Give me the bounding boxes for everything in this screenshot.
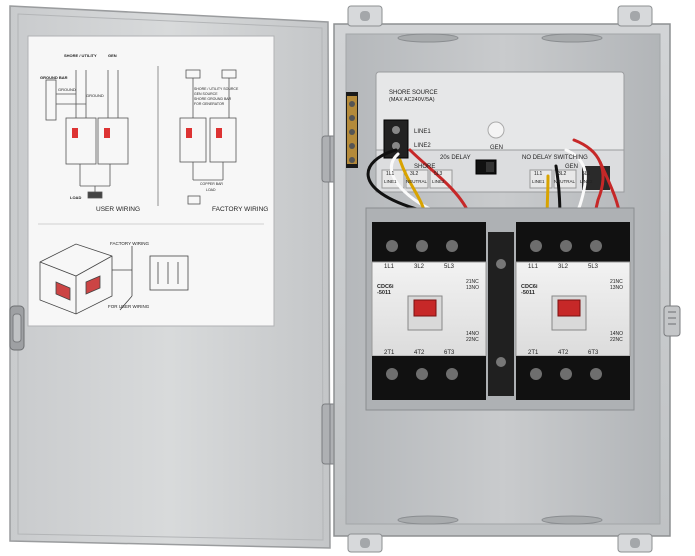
board-term-right-2: 3L2 (558, 171, 567, 177)
label-delay: 20s DELAY (440, 155, 471, 161)
label-gen-small: GEN (565, 164, 579, 170)
label-source-rating: (MAX AC240V/5A) (389, 97, 435, 103)
left-contactor-term-1l1: 1L1 (384, 264, 395, 270)
right-contactor-model: CDC6i -5011 (521, 284, 538, 297)
door-latch[interactable] (9, 305, 25, 351)
label-factory-note-1: SHORE / UTILITY SOURCE (194, 87, 239, 91)
label-shore-utility: SHORE / UTILITY (64, 53, 97, 58)
label-line1: LINE1 (414, 129, 431, 135)
right-contactor-term-5l3: 5L3 (588, 264, 599, 270)
contactor-right (515, 222, 631, 400)
board-term-left-1: 1L1 (386, 171, 395, 177)
label-factory-note-4: FOR GENERATOR (194, 102, 225, 106)
left-contactor-term-5l3: 5L3 (444, 264, 455, 270)
left-contactor-term-2t1: 2T1 (384, 350, 395, 356)
right-contactor-aux-bottom: 14NO 22NC (610, 331, 624, 343)
right-contactor-aux-top: 21NC 13NO (610, 279, 624, 291)
left-contactor-model: CDC6i -5011 (377, 284, 394, 297)
left-contactor-term-4t2: 4T2 (414, 350, 425, 356)
label-shore-source: SHORE SOURCE (389, 90, 438, 96)
board-term-right-sub-2: NEUTRAL (554, 179, 576, 184)
label-load: LOAD (70, 195, 82, 200)
mechanical-interlock (488, 232, 514, 396)
label-for-user-wiring: FOR USER WIRING (108, 304, 150, 309)
label-copper-bar: COPPER BAR (200, 182, 223, 186)
board-term-left-sub-2: NEUTRAL (406, 179, 428, 184)
label-line2: LINE2 (414, 143, 431, 149)
left-contactor-term-3l2: 3L2 (414, 264, 425, 270)
right-contactor-term-3l2: 3L2 (558, 264, 569, 270)
label-factory-note-3: SHORE GROUND BAR (194, 97, 232, 101)
right-contactor-term-1l1: 1L1 (528, 264, 539, 270)
contactor-left (371, 222, 487, 400)
label-gen: GEN (490, 145, 504, 151)
left-contactor-term-6t3: 6T3 (444, 350, 455, 356)
control-wires (366, 138, 622, 228)
label-ground-1: GROUND (58, 87, 76, 92)
board-term-right-sub-3: LINE2 (580, 179, 593, 184)
ground-bus-bar (346, 92, 358, 168)
factory-wiring-schematic (179, 69, 237, 205)
wiring-diagram-sheet (27, 35, 275, 327)
label-factory-note-2: GEN SOURCE (194, 92, 218, 96)
board-term-left-sub-1: LINE1 (384, 179, 397, 184)
gen-indicator-led (487, 121, 505, 139)
label-ground-2: GROUND (86, 93, 104, 98)
board-term-left-sub-3: LINE2 (432, 179, 445, 184)
board-term-left-2: 3L2 (410, 171, 419, 177)
board-term-left-3: 5L3 (434, 171, 443, 177)
left-contactor-aux-top: 21NC 13NO (466, 279, 480, 291)
label-gen-top: GEN (108, 53, 117, 58)
label-ground-bar: GROUND BAR (40, 75, 68, 80)
right-contactor-term-4t2: 4T2 (558, 350, 569, 356)
label-no-delay: NO DELAY SWITCHING (522, 155, 588, 161)
label-factory-wiring-small: FACTORY WIRING (110, 241, 150, 246)
board-term-right-1: 1L1 (534, 171, 543, 177)
label-shore: SHORE (414, 164, 436, 170)
enclosure-clasp[interactable] (663, 305, 681, 337)
label-load-small: LOAD (206, 188, 216, 192)
label-user-wiring: USER WIRING (96, 206, 141, 213)
label-factory-wiring: FACTORY WIRING (212, 206, 269, 213)
user-wiring-schematic (45, 70, 129, 199)
board-term-right-sub-1: LINE1 (532, 179, 545, 184)
left-contactor-aux-bottom: 14NO 22NC (466, 331, 480, 343)
right-contactor-term-2t1: 2T1 (528, 350, 539, 356)
delay-mode-switch[interactable] (475, 159, 497, 175)
contactor-perspective-drawing (39, 243, 189, 315)
board-term-right-3: 5L3 (582, 171, 591, 177)
right-contactor-term-6t3: 6T3 (588, 350, 599, 356)
